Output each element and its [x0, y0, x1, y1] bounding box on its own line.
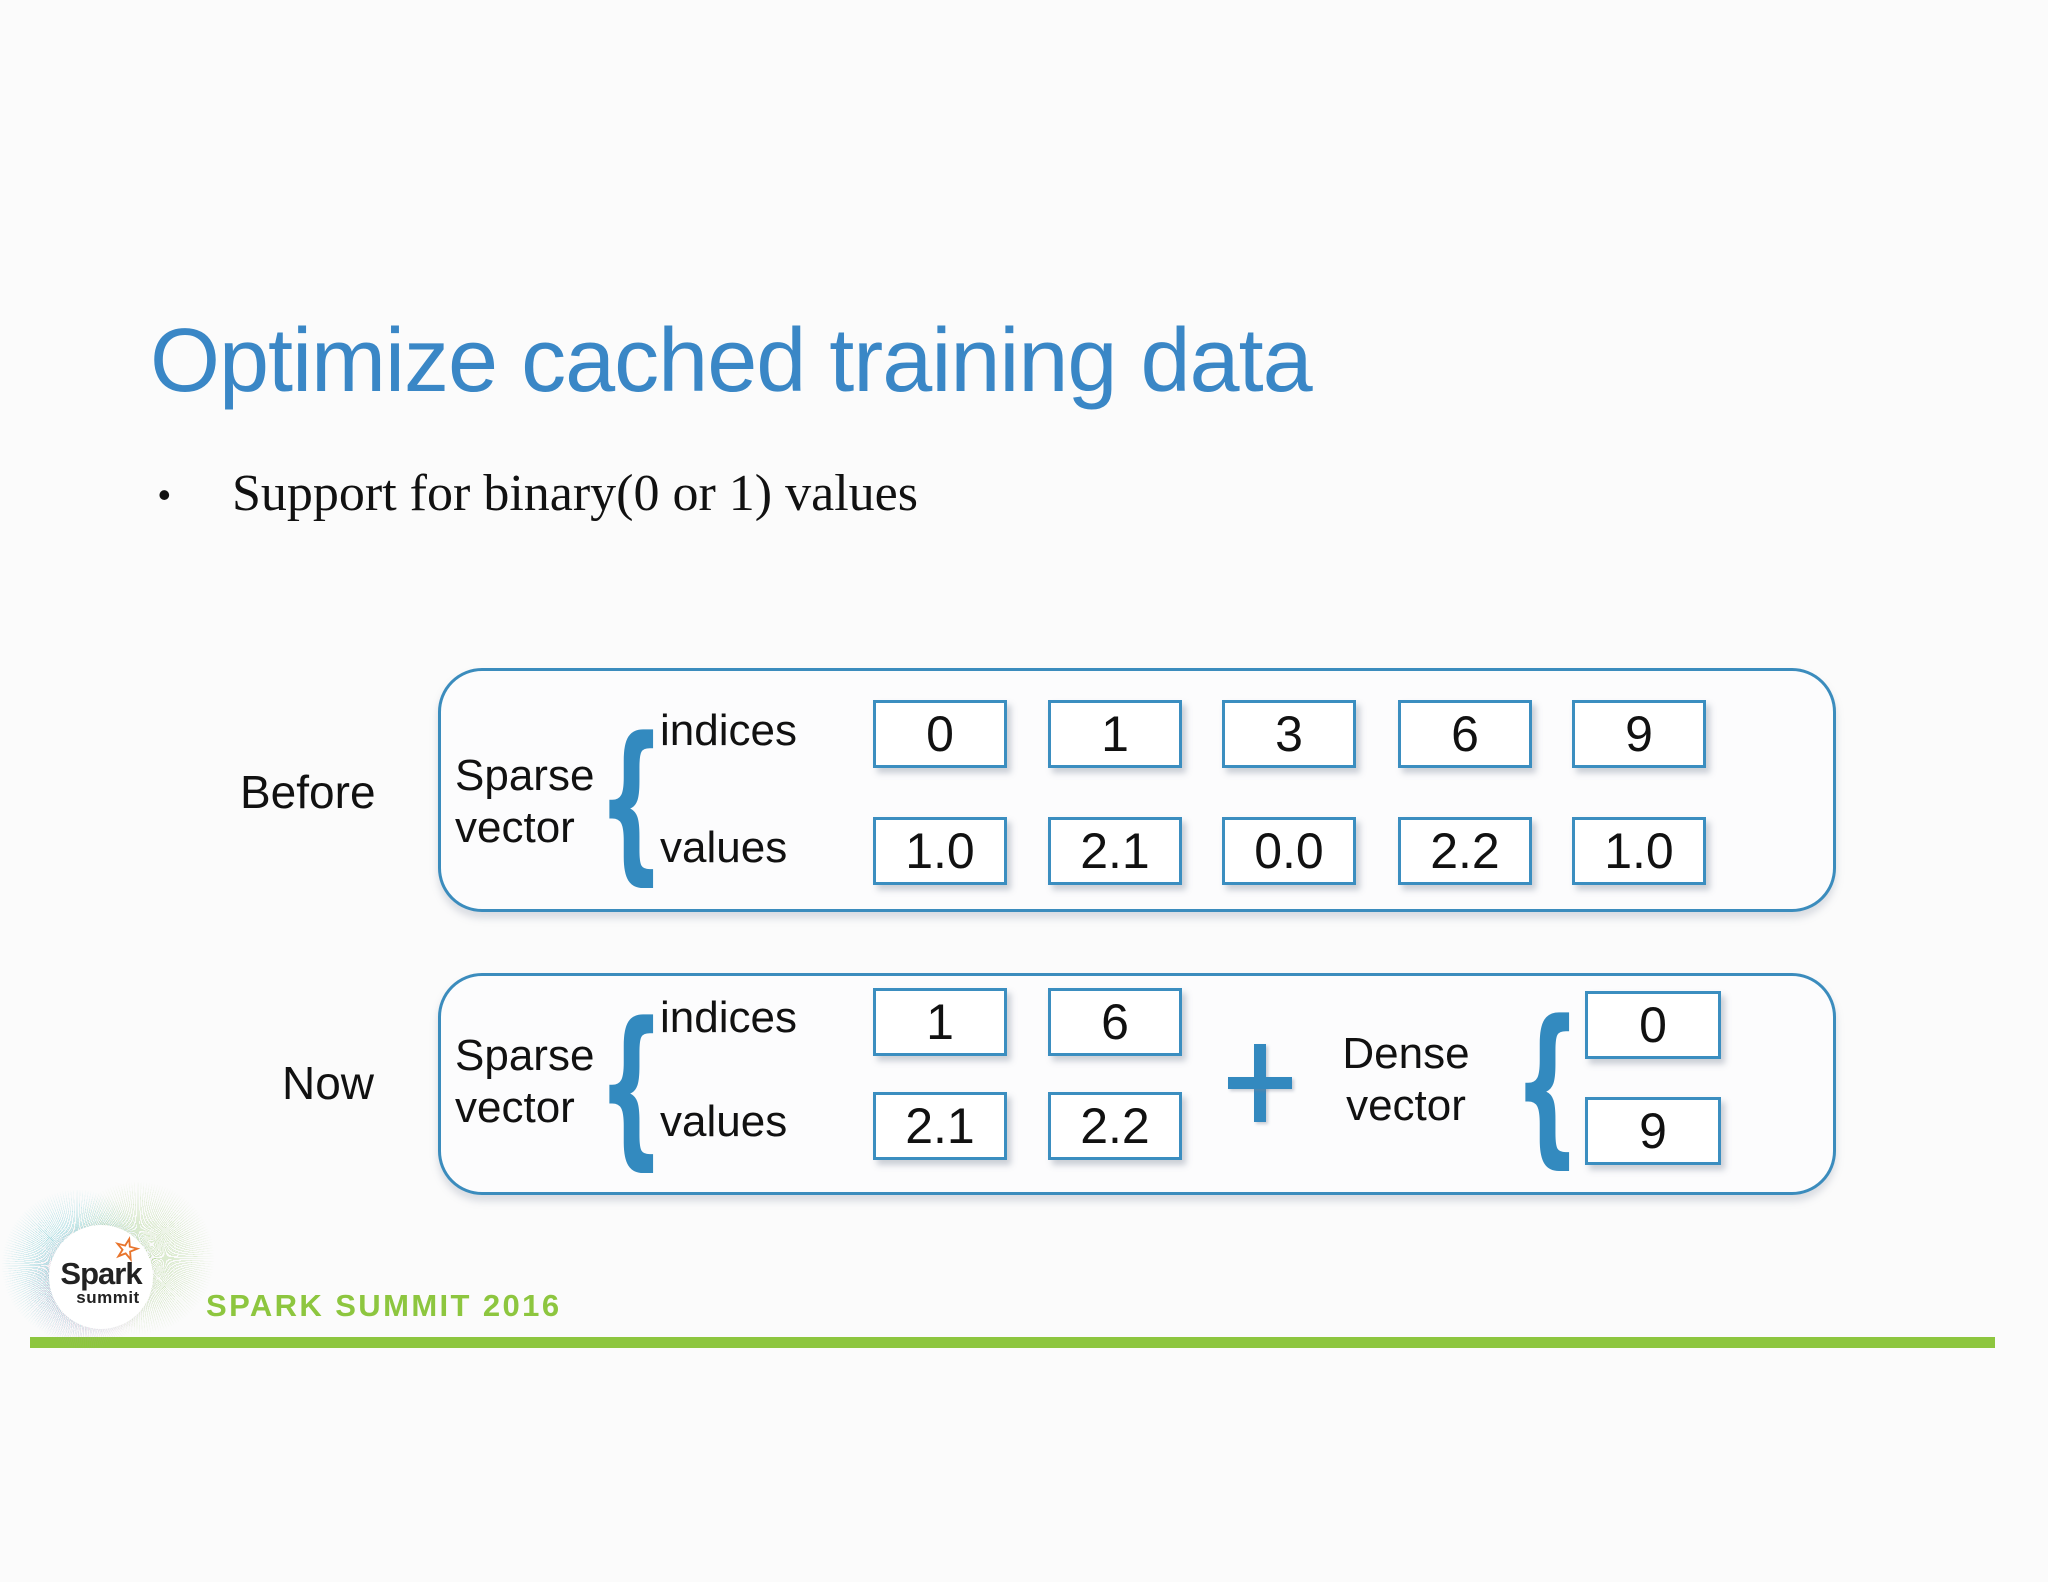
vector-cell: 1 [1048, 700, 1182, 768]
brace-icon: { [597, 700, 665, 901]
vector-cell: 2.2 [1398, 817, 1532, 885]
before-label: Before [240, 766, 376, 818]
vector-cell: 9 [1572, 700, 1706, 768]
vector-cell: 0 [873, 700, 1007, 768]
vector-cell: 0.0 [1222, 817, 1356, 885]
dense-vector-line2: vector [1346, 1080, 1466, 1130]
logo-badge: ☆ Spark summit [49, 1225, 153, 1329]
sparse-vector-label-now: Sparse vector [455, 1030, 594, 1134]
dense-vector-label: Dense vector [1338, 1028, 1474, 1132]
vector-cell: 3 [1222, 700, 1356, 768]
plus-icon [1228, 1044, 1292, 1122]
vector-cell: 2.1 [1048, 817, 1182, 885]
brace-icon: { [597, 985, 665, 1186]
page-title: Optimize cached training data [150, 311, 1313, 411]
vector-cell: 6 [1048, 988, 1182, 1056]
logo-word-spark: Spark [60, 1256, 142, 1291]
dense-cell: 9 [1585, 1097, 1721, 1165]
sparse-vector-line1: Sparse [455, 1031, 595, 1080]
dense-cell: 0 [1585, 991, 1721, 1059]
bullet-marker: • [158, 474, 171, 515]
vector-cell: 1.0 [873, 817, 1007, 885]
sparse-vector-line2: vector [455, 802, 575, 852]
vector-cell: 2.2 [1048, 1092, 1182, 1160]
vector-cell: 6 [1398, 700, 1532, 768]
footer-banner: SPARK SUMMIT 2016 [206, 1288, 562, 1323]
dense-vector-line1: Dense [1342, 1029, 1470, 1078]
sparse-vector-line2: vector [455, 1082, 575, 1132]
bullet-text: Support for binary(0 or 1) values [232, 465, 918, 522]
spark-summit-logo: ☆ Spark summit [2, 1182, 214, 1356]
vector-cell: 1.0 [1572, 817, 1706, 885]
before-values-label: values [660, 823, 788, 872]
sparse-vector-line1: Sparse [455, 751, 595, 800]
now-values-label: values [660, 1097, 788, 1146]
logo-word-summit: summit [76, 1288, 140, 1307]
vector-cell: 2.1 [873, 1092, 1007, 1160]
brace-icon: { [1513, 983, 1581, 1184]
now-indices-label: indices [660, 993, 797, 1042]
footer-divider [30, 1337, 1995, 1348]
now-label: Now [282, 1057, 375, 1109]
before-indices-label: indices [660, 706, 797, 755]
sparse-vector-label-before: Sparse vector [455, 750, 594, 854]
vector-cell: 1 [873, 988, 1007, 1056]
